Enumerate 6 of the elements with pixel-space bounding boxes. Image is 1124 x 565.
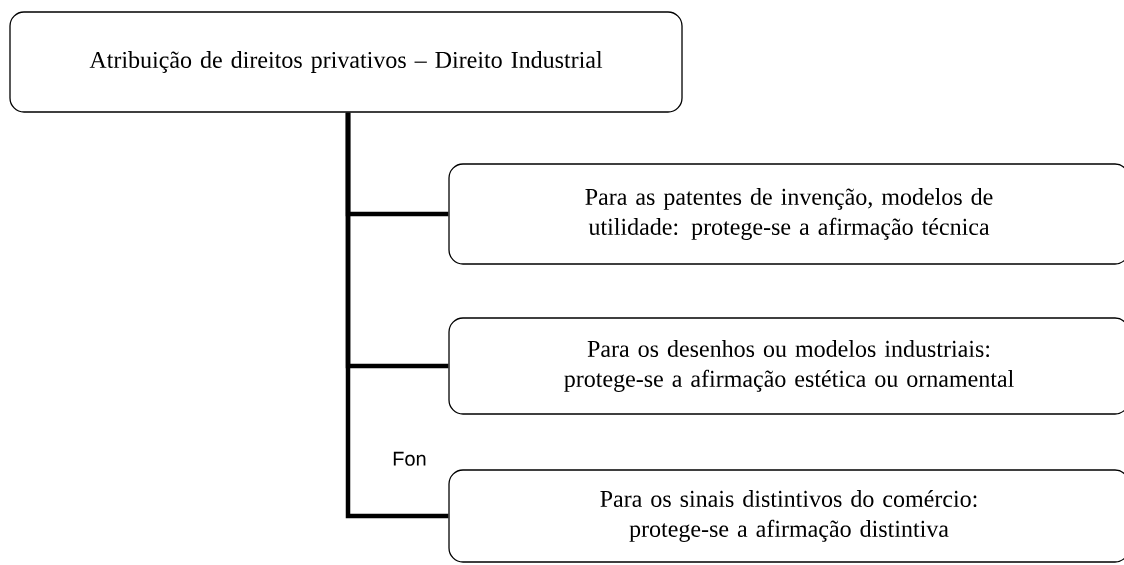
rounded-box: Atribuição de direitos privativos – Direito Industrial — [9, 11, 683, 113]
connector-line — [345, 112, 449, 519]
rounded-box: Para as patentes de invenção, modelos de utilidade: protege-se a afirmação técnica — [448, 163, 1124, 265]
rounded-box: Para os sinais distintivos do comércio: protege-se a afirmação distintiva — [448, 469, 1124, 563]
note-text: Fon — [393, 451, 426, 466]
rounded-box: Para os desenhos ou modelos industriais: protege-se a afirmação estética ou ornamental — [448, 317, 1124, 415]
